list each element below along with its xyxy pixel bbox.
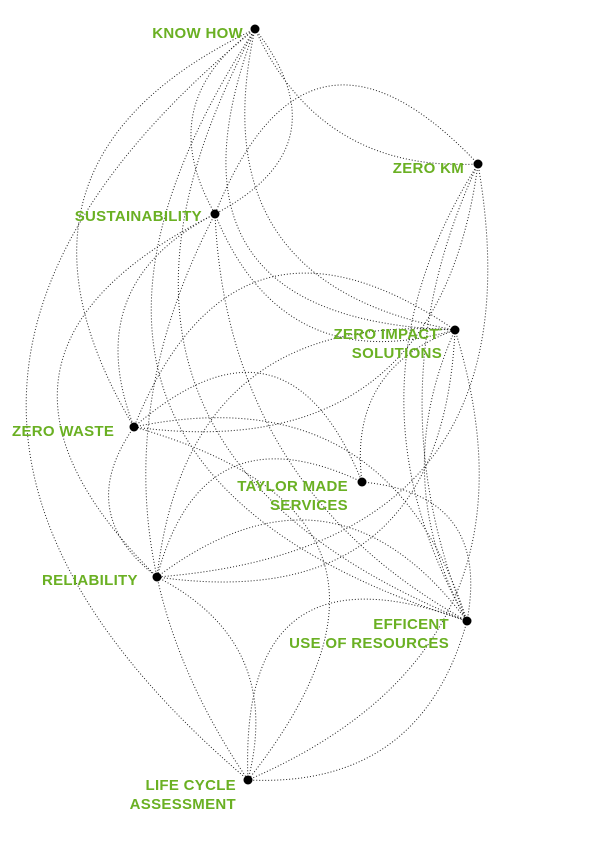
label-know-how: KNOW HOW: [152, 24, 243, 43]
node-dot-know-how: [250, 24, 260, 34]
label-efficent-line-1: EFFICENT: [373, 616, 449, 633]
label-zero-km-line-1: ZERO KM: [392, 160, 464, 177]
connection-arc-20: [133, 272, 456, 428]
connection-arc-19: [117, 213, 216, 428]
connection-arc-26: [108, 426, 158, 578]
connection-arc-10: [214, 84, 479, 215]
connection-arc-33: [156, 328, 456, 578]
label-zero-waste: ZERO WASTE: [12, 422, 114, 441]
connection-arc-17: [214, 213, 468, 622]
node-dot-sustainability: [210, 209, 220, 219]
connection-arc-29: [156, 458, 363, 578]
connection-arc-5: [225, 28, 456, 331]
label-reliability: RELIABILITY: [42, 571, 138, 590]
connection-arc-16: [56, 213, 216, 578]
connection-arc-24: [133, 371, 363, 483]
connection-arc-14: [156, 163, 489, 578]
label-taylor-made: TAYLOR MADE SERVICES: [237, 477, 348, 515]
connection-arc-9: [25, 28, 256, 781]
label-taylor-made-line-2: SERVICES: [270, 497, 348, 514]
node-dot-reliability: [152, 572, 162, 582]
connection-arc-28: [361, 481, 472, 622]
node-dot-zero-impact: [450, 325, 460, 335]
label-efficent: EFFICENT USE OF RESOURCES: [289, 615, 449, 653]
connection-arc-11: [133, 163, 479, 433]
connection-arc-3: [214, 28, 293, 215]
connection-arc-21: [156, 329, 456, 583]
label-lca: LIFE CYCLE ASSESSMENT: [130, 776, 236, 814]
label-efficent-line-2: USE OF RESOURCES: [289, 635, 449, 652]
trademark-mark: *: [438, 328, 442, 335]
label-taylor-made-line-1: TAYLOR MADE: [237, 478, 348, 495]
label-lca-line-2: ASSESSMENT: [129, 796, 236, 813]
connection-arc-8: [150, 28, 468, 622]
connection-arc-25: [133, 417, 468, 622]
connection-arc-6: [76, 28, 256, 428]
label-sustainability: SUSTAINABILITY: [75, 207, 202, 226]
connection-arc-22: [423, 329, 468, 622]
node-dot-zero-km: [473, 159, 483, 169]
label-lca-line-1: LIFE CYCLE: [145, 777, 236, 794]
label-know-how-line-1: KNOW HOW: [152, 25, 243, 42]
label-zero-impact-line-2: SOLUTIONS: [351, 345, 442, 362]
connection-arc-35: [247, 598, 468, 781]
connection-arc-1: [254, 28, 479, 165]
label-zero-impact-line-1: ZERO IMPACT*: [333, 325, 442, 344]
node-dot-efficent: [462, 616, 472, 626]
connection-arc-34: [247, 620, 468, 781]
connection-arc-30: [359, 329, 456, 483]
label-zero-impact: ZERO IMPACT* SOLUTIONS: [333, 325, 442, 363]
label-zero-km: ZERO KM: [393, 159, 464, 178]
node-dot-zero-waste: [129, 422, 139, 432]
node-dot-taylor-made: [357, 477, 367, 487]
connection-arc-32: [156, 576, 257, 781]
node-dot-lca: [243, 775, 253, 785]
connection-arc-4: [244, 28, 456, 331]
connection-arc-18: [145, 213, 249, 781]
label-sustainability-line-1: SUSTAINABILITY: [74, 208, 202, 225]
label-zero-impact-text: ZERO IMPACT: [333, 326, 439, 343]
label-zero-waste-line-1: ZERO WASTE: [12, 423, 115, 440]
label-reliability-line-1: RELIABILITY: [42, 572, 138, 589]
connection-arc-23: [247, 329, 480, 781]
